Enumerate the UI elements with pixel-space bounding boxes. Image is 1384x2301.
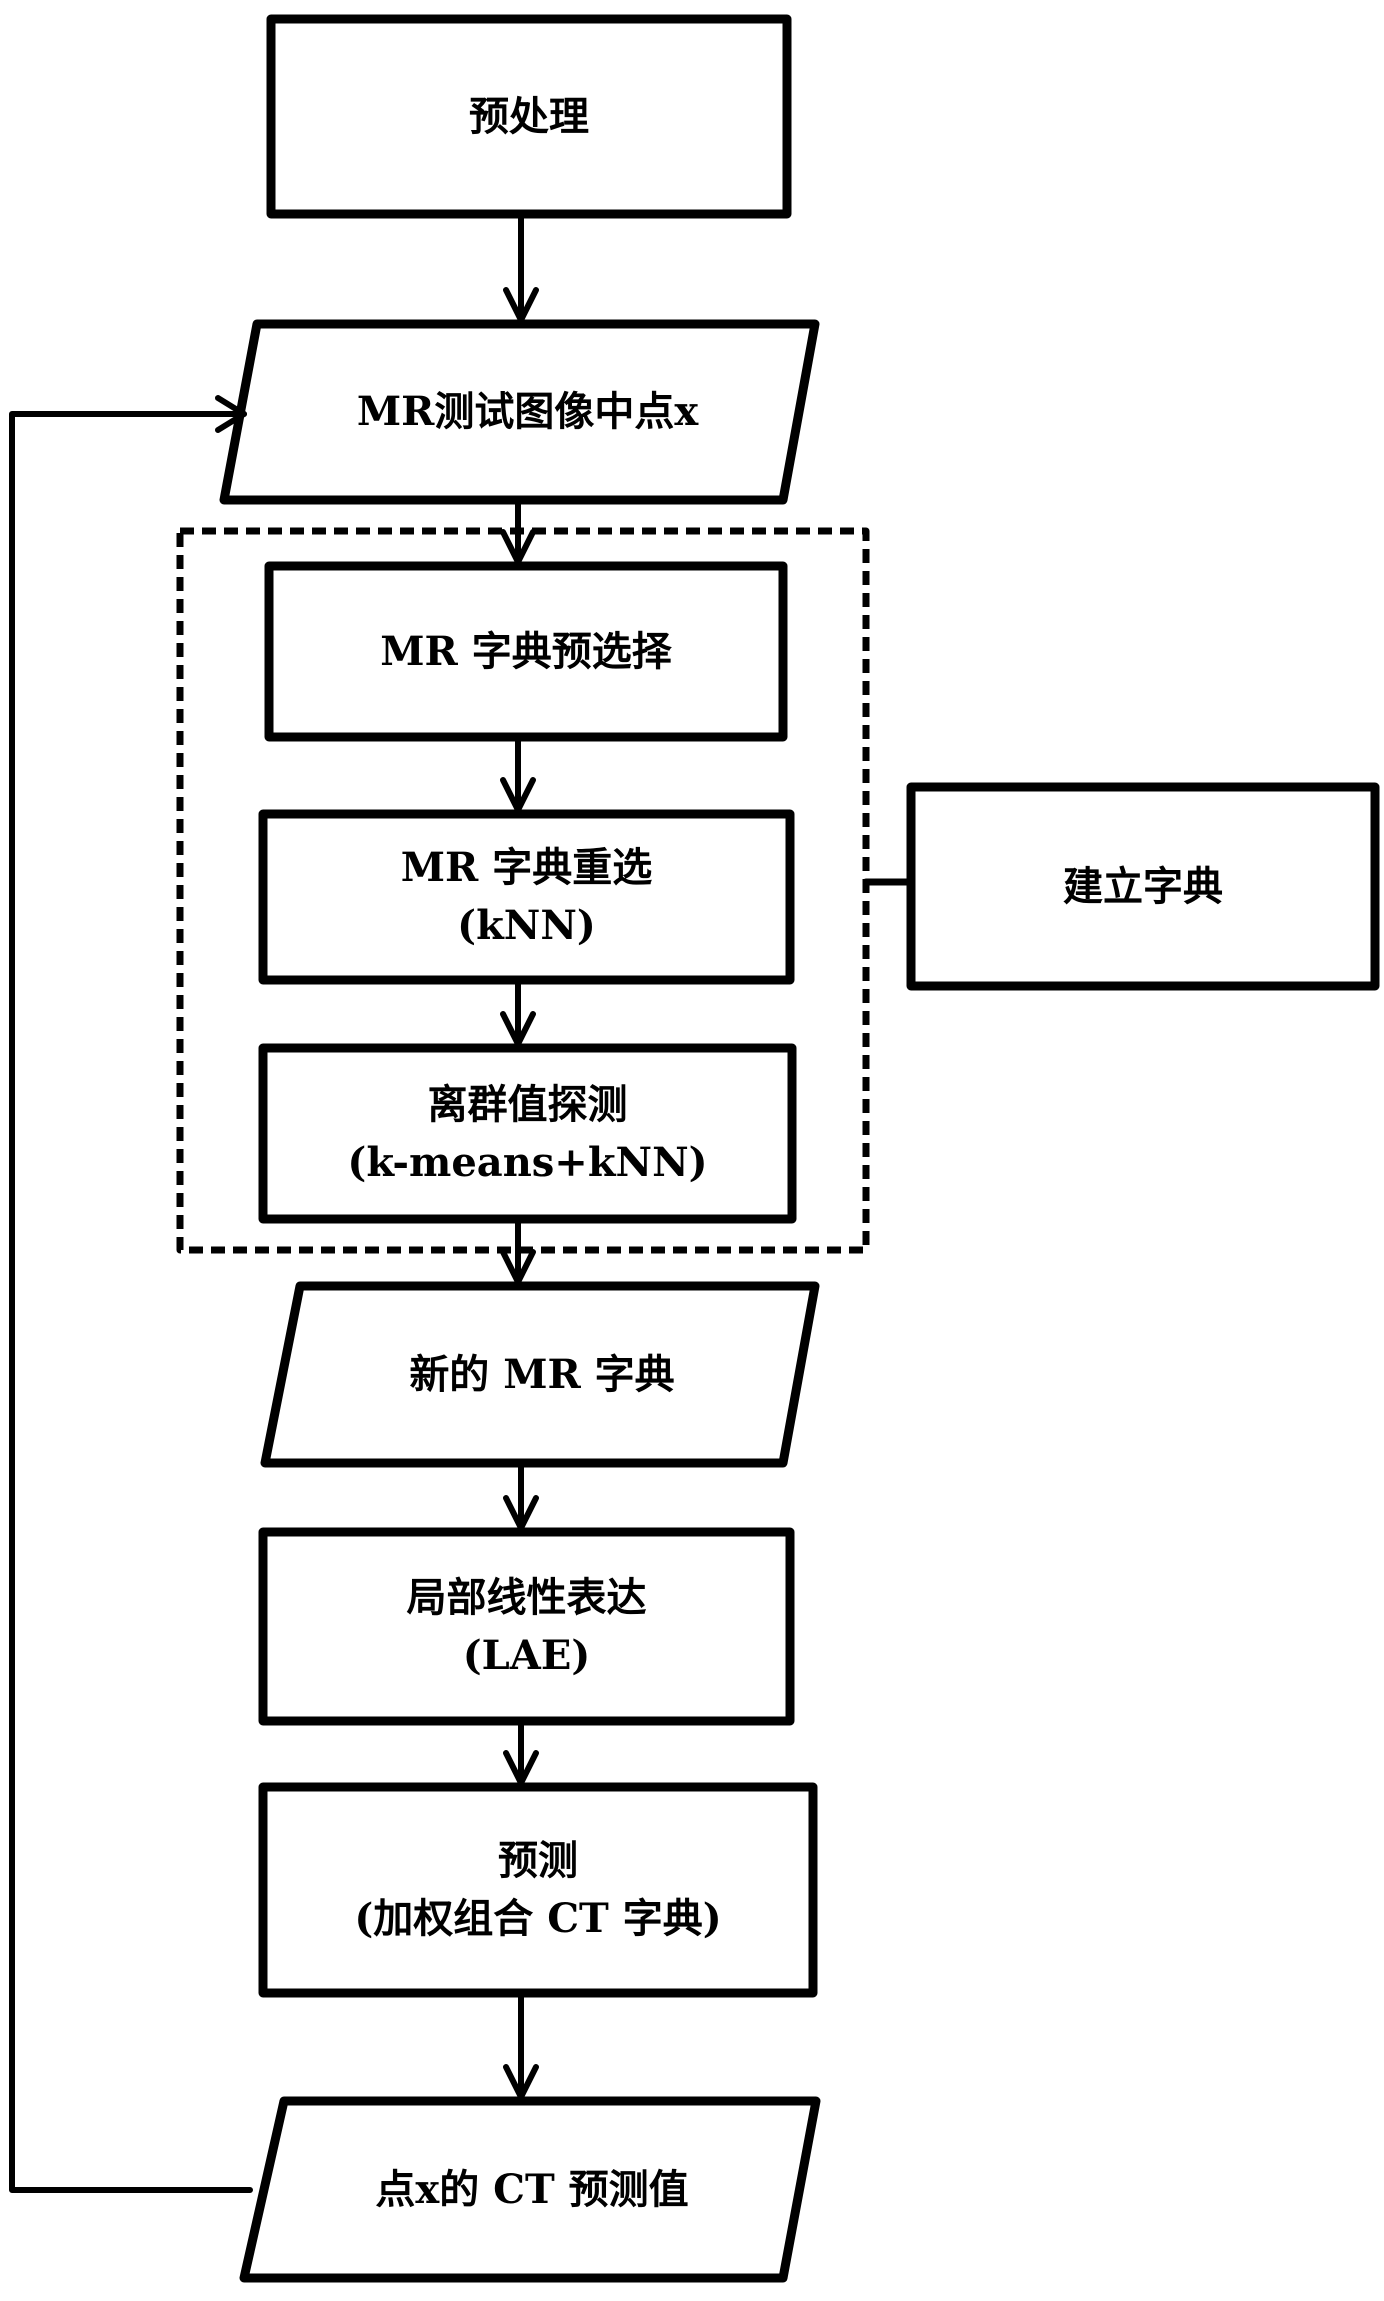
lae-box [258, 1527, 795, 1726]
dict-reselect-box [258, 809, 795, 985]
arrowhead [500, 777, 536, 813]
node-subtext: (LAE) [462, 1631, 591, 1679]
dashed-group-box [176, 527, 870, 1254]
predict-box [258, 1782, 818, 1998]
node-text: 预测 [498, 1837, 578, 1884]
arrowhead [503, 1495, 539, 1531]
node-subtext: (kNN) [457, 902, 596, 949]
node-text: MR 字典预选择 [380, 627, 672, 675]
node-text: 建立字典 [1063, 862, 1223, 910]
node-text: 新的 MR 字典 [409, 1350, 675, 1398]
mr-test-point-label: MR测试图像中点x [240, 324, 815, 500]
build-dict-box [906, 782, 1380, 991]
arrowhead [500, 529, 536, 565]
dict-preselect-box [264, 561, 788, 742]
new-mr-dict-parallelogram [260, 1281, 820, 1468]
dict-reselect-label: MR 字典重选 (kNN) [263, 814, 790, 980]
new-mr-dict-label: 新的 MR 字典 [282, 1286, 802, 1463]
preprocess-label: 预处理 [271, 19, 787, 214]
node-text: 预处理 [469, 92, 589, 140]
mr-test-point-parallelogram [219, 319, 820, 505]
node-text: MR测试图像中点x [356, 388, 699, 435]
arrowhead [503, 1750, 539, 1786]
arrowhead [500, 1011, 536, 1047]
predict-label: 预测 (加权组合 CT 字典) [263, 1787, 813, 1993]
node-text: 局部线性表达 [406, 1573, 647, 1621]
arrowhead [503, 2064, 539, 2100]
edge-feedback-loop [9, 411, 253, 2193]
outlier-detect-label: 离群值探测 (k-means+kNN) [263, 1048, 792, 1219]
ct-prediction-label: 点x的 CT 预测值 [264, 2101, 800, 2278]
ct-prediction-parallelogram [239, 2096, 821, 2283]
node-text: MR 字典重选 [400, 844, 653, 891]
node-subtext: (k-means+kNN) [347, 1138, 708, 1186]
preprocess-box [266, 14, 792, 219]
build-dict-label: 建立字典 [911, 787, 1375, 986]
outlier-detect-box [258, 1043, 797, 1224]
node-text: 点x的 CT 预测值 [375, 2165, 689, 2213]
lae-label: 局部线性表达 (LAE) [263, 1532, 790, 1721]
node-subtext: (加权组合 CT 字典) [354, 1895, 722, 1942]
arrowhead [215, 395, 247, 433]
arrowhead [503, 287, 539, 323]
arrowhead [500, 1249, 536, 1285]
dict-preselect-label: MR 字典预选择 [269, 566, 783, 737]
node-text: 离群值探测 [427, 1080, 628, 1128]
